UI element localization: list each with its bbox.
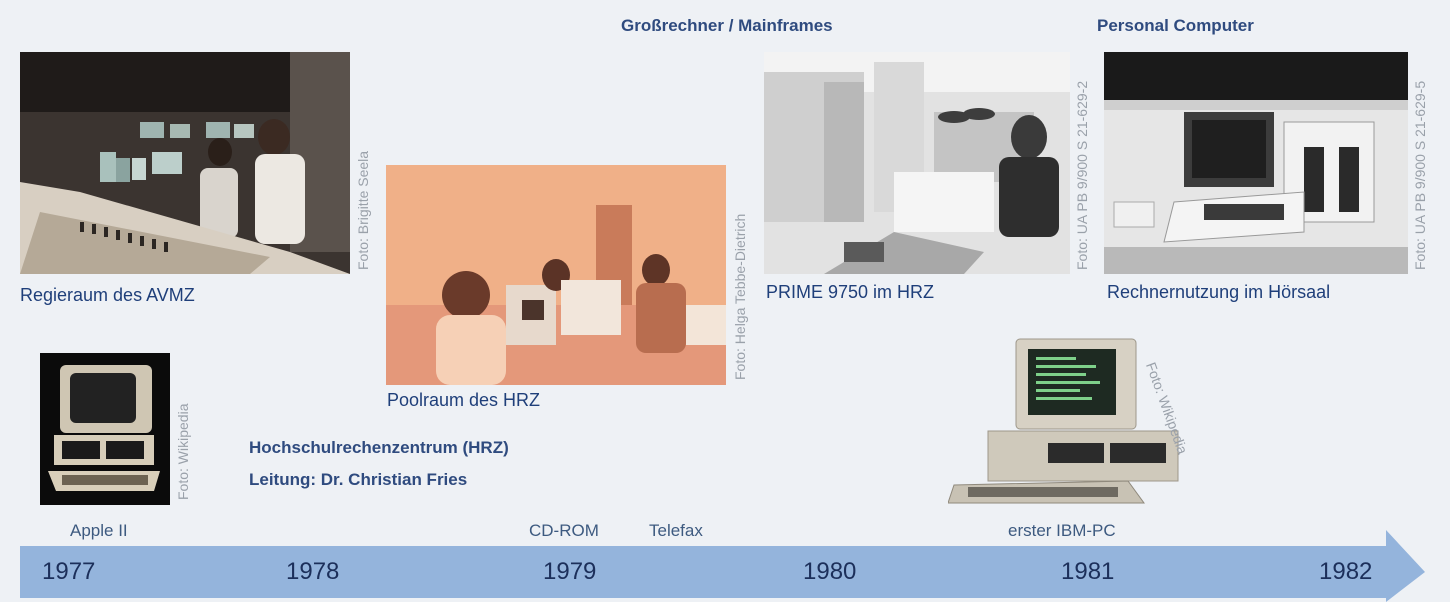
hrz-leitung: Leitung: Dr. Christian Fries [249, 470, 468, 489]
prime-caption: PRIME 9750 im HRZ [766, 282, 935, 302]
year-1981: 1981 [1061, 558, 1115, 585]
event-ibm-pc: erster IBM-PC [1008, 521, 1116, 540]
apple-ii-photo [40, 353, 170, 505]
lecture-hall-computer-photo [1104, 52, 1408, 274]
pool-caption: Poolraum des HRZ [387, 390, 541, 410]
event-apple-ii: Apple II [70, 521, 128, 540]
prime-9750-photo [764, 52, 1070, 274]
year-1978: 1978 [286, 558, 340, 585]
pc-heading: Personal Computer [1097, 16, 1254, 35]
avmz-control-room-photo [20, 52, 350, 274]
year-1979: 1979 [543, 558, 597, 585]
avmz-caption: Regieraum des AVMZ [20, 285, 195, 305]
event-telefax: Telefax [649, 521, 703, 540]
hrz-pool-room-photo [386, 165, 726, 385]
year-1977: 1977 [42, 558, 96, 585]
hrz-title: Hochschulrechenzentrum (HRZ) [249, 438, 509, 457]
mainframes-heading: Großrechner / Mainframes [621, 16, 833, 35]
year-1982: 1982 [1319, 558, 1373, 585]
event-cd-rom: CD-ROM [529, 521, 599, 540]
ibm-pc-photo [947, 335, 1188, 505]
hoersaal-caption: Rechnernutzung im Hörsaal [1107, 282, 1331, 302]
year-1980: 1980 [803, 558, 857, 585]
